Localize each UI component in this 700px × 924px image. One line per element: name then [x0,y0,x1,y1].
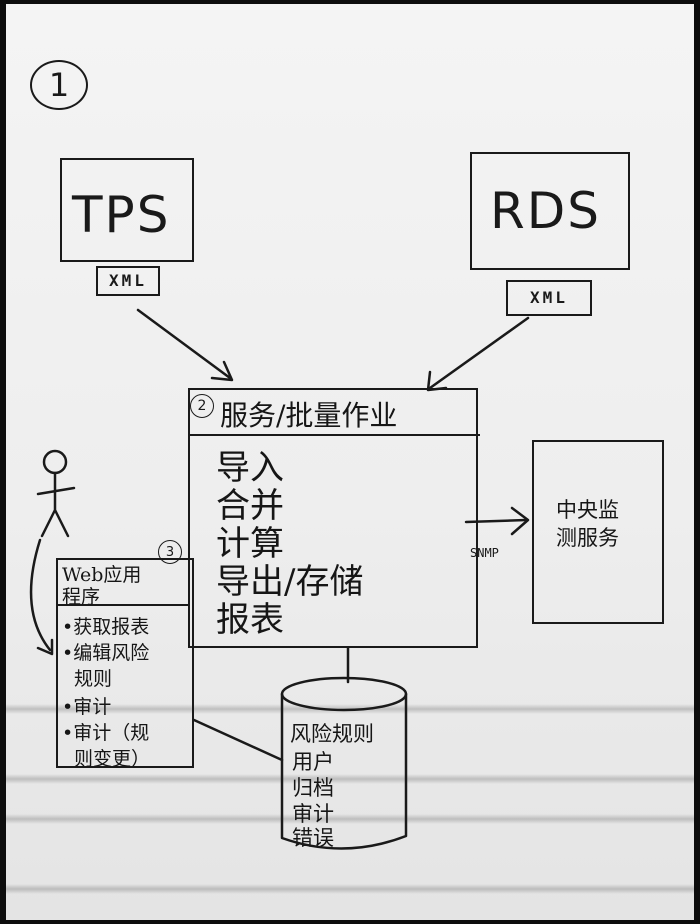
arrow-tps-to-batch-head [210,360,234,382]
connector-webapp-to-db [192,718,284,762]
database-item: 风险规则 [290,722,374,746]
paper-fold [6,774,694,784]
webapp-title-underline [56,604,190,606]
tps-label: TPS [72,186,171,244]
database-item: 审计 [292,802,334,826]
batch-number: 2 [197,398,207,414]
tps-box [60,158,194,262]
user-body [36,471,76,538]
monitor-label-line: 中央监 [556,498,619,522]
arrow-tps-to-batch [136,308,232,380]
rds-box [470,152,630,270]
batch-number-badge: 2 [190,394,214,418]
database-cylinder-body [280,692,408,850]
arrow-user-to-webapp [29,538,52,652]
database-item: 用户 [292,750,334,774]
webapp-item: 规则 [74,668,113,690]
batch-item: 计算 [216,524,284,564]
webapp-item: •审计 [62,696,112,718]
paper-fold [6,814,694,824]
database-item: 归档 [292,776,334,800]
webapp-title-line: Web应用 [62,564,142,586]
webapp-item: •审计（规 [62,722,150,744]
webapp-item: 则变更） [74,748,151,770]
webapp-box [56,558,194,768]
webapp-item: •获取报表 [62,616,150,638]
tps-format-tag: XML [96,266,160,296]
batch-title: 服务/批量作业 [220,399,398,432]
snmp-label: SNMP [470,546,499,560]
webapp-item: •编辑风险 [62,642,150,664]
batch-item: 导入 [216,448,284,488]
batch-box [188,388,478,648]
arrow-batch-to-monitor [464,518,528,524]
user-head [42,449,68,475]
database-cylinder-top [280,676,408,712]
batch-item: 合并 [216,486,284,526]
rds-format-tag: XML [506,280,592,316]
monitor-box [532,440,664,624]
page-number-badge: 1 [30,60,88,110]
webapp-title-line: 程序 [62,586,101,608]
rds-label: RDS [490,182,601,240]
arrow-rds-to-batch-head [426,370,448,392]
arrow-user-to-webapp-head [36,638,54,656]
batch-item: 报表 [216,600,284,640]
webapp-number-badge: 3 [158,540,182,564]
batch-item: 导出/存储 [216,562,364,602]
arrow-rds-to-batch [428,316,530,390]
monitor-label-line: 测服务 [556,526,619,550]
paper-fold [6,884,694,894]
batch-divider [188,434,480,436]
webapp-number: 3 [165,545,175,560]
page-number: 1 [48,66,70,104]
arrow-batch-to-monitor-head [510,506,530,536]
